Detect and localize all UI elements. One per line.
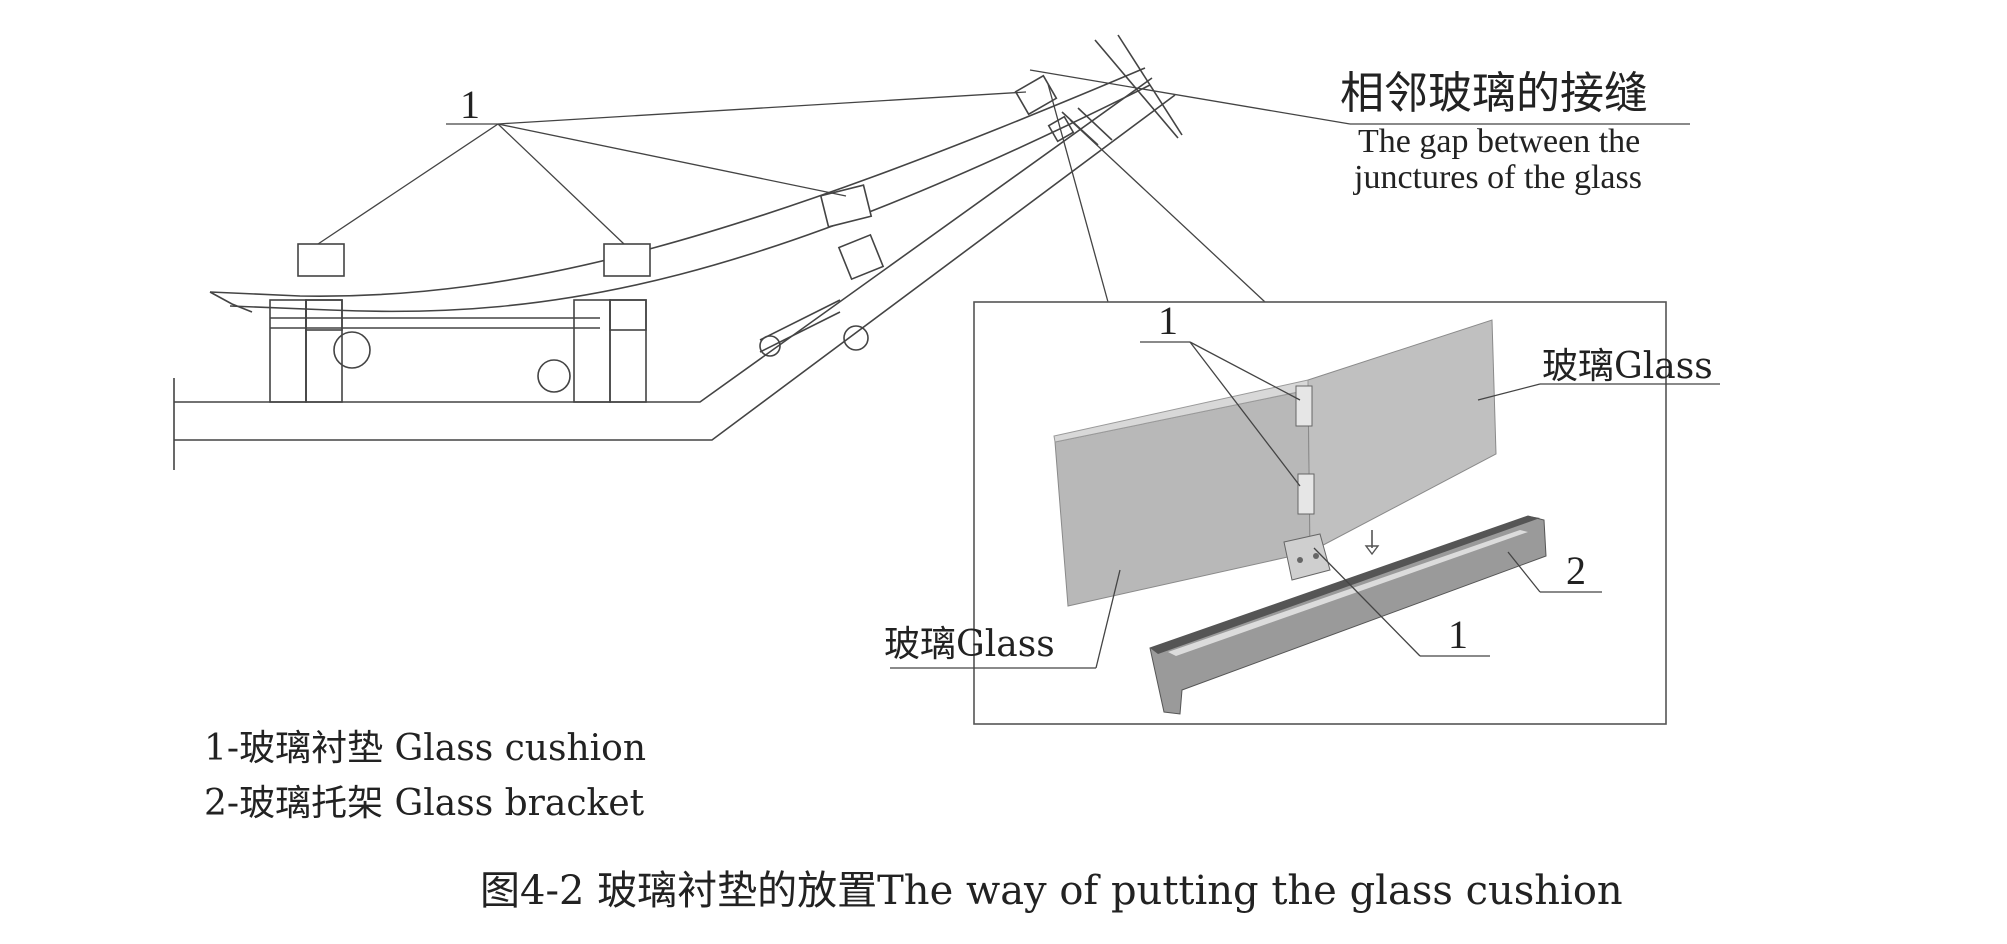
cushion-pad — [603, 243, 651, 277]
detail-glass-label-right: 玻璃Glass — [1542, 346, 1713, 387]
seam-cushion — [1295, 385, 1313, 427]
detail-leaders — [890, 341, 1720, 669]
glass-panel-left-edge — [1053, 379, 1309, 443]
detail-cushion-number-bottom: 1 — [1448, 612, 1468, 657]
detail-glass-label-left: 玻璃Glass — [884, 624, 1055, 665]
seam-cushion — [1297, 473, 1315, 515]
detail-bracket-assembly — [1149, 515, 1547, 715]
cushion-pad — [297, 243, 345, 277]
detail-cushion-number-top: 1 — [1158, 298, 1178, 343]
cushion-pad — [837, 233, 885, 281]
figure-caption: 图4-2 玻璃衬垫的放置The way of putting the glass… — [480, 868, 1623, 914]
detail-glass-panels — [1053, 319, 1497, 607]
cushion-pad — [819, 184, 873, 228]
overview-cushion-number: 1 — [460, 82, 480, 127]
gap-label-chinese: 相邻玻璃的接缝 — [1340, 68, 1648, 119]
gap-label-english-line2: junctures of the glass — [1353, 159, 1642, 196]
legend-item-glass-cushion: 1-玻璃衬垫 Glass cushion — [204, 728, 646, 769]
overview-leaders — [317, 69, 1690, 303]
cushion-piece — [1283, 533, 1331, 581]
detail-bracket-number: 2 — [1566, 548, 1586, 593]
gap-label-english-line1: The gap between the — [1358, 123, 1640, 160]
overview-cushion-pads — [297, 74, 1058, 281]
cushion-pad — [1014, 74, 1058, 116]
legend-item-glass-bracket: 2-玻璃托架 Glass bracket — [204, 783, 645, 824]
